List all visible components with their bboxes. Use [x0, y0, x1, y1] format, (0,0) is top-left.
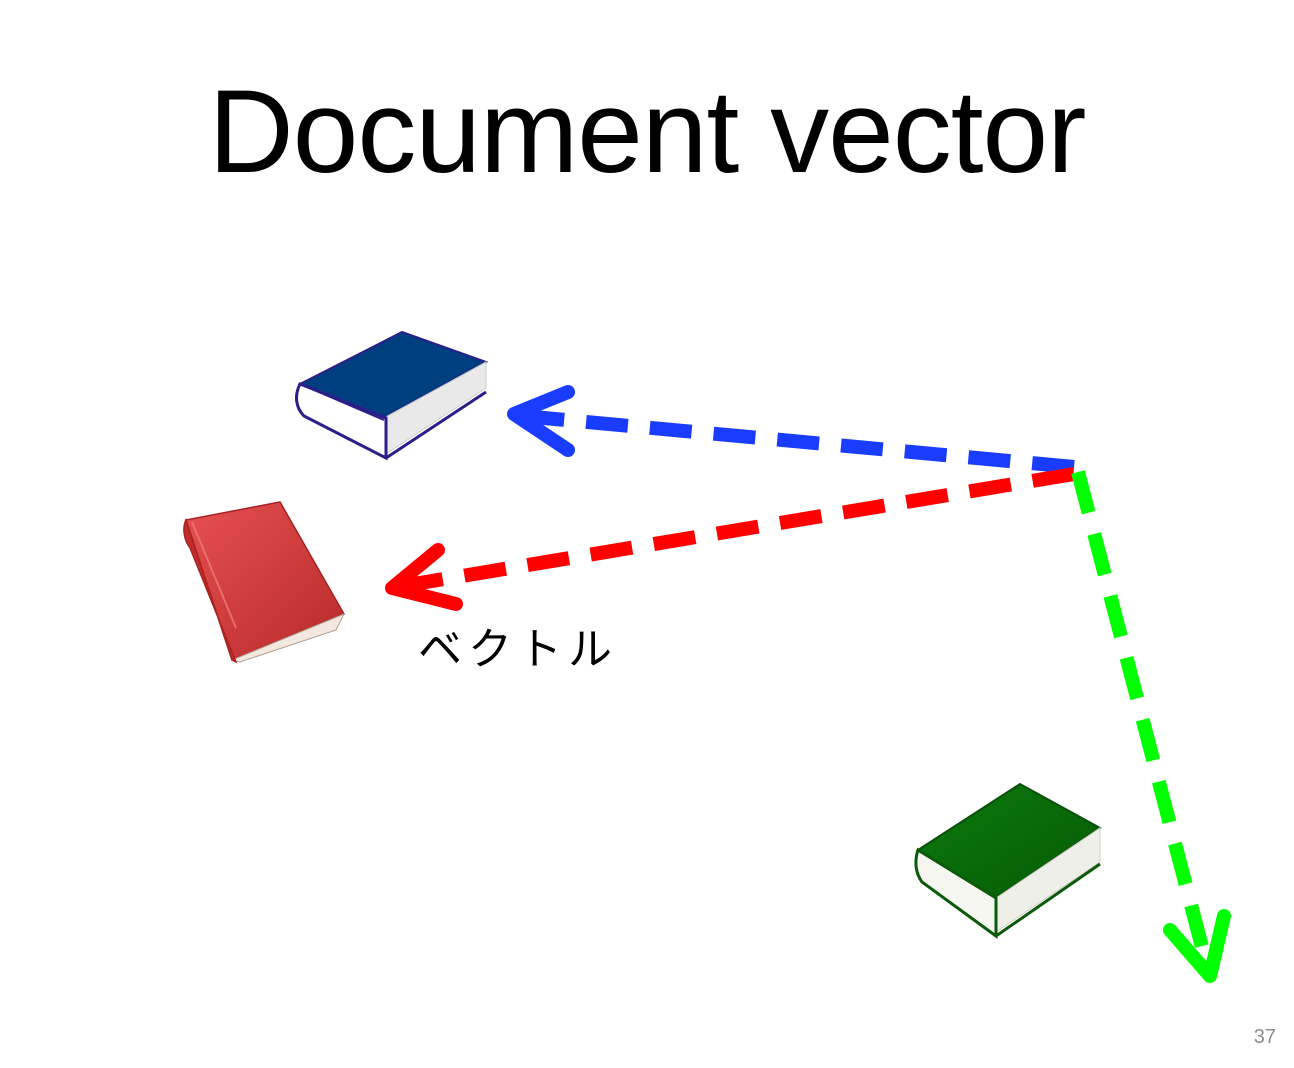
- green-vector-arrow: [1071, 470, 1231, 983]
- blue-vector-arrow: [507, 385, 1075, 474]
- red-book-icon: [183, 501, 346, 664]
- blue-book-icon: [295, 330, 489, 461]
- vector-label: ベクトル: [418, 624, 618, 675]
- page-number: 37: [1253, 1026, 1276, 1048]
- green-book-icon: [914, 782, 1102, 939]
- red-vector-arrow: [385, 467, 1076, 611]
- slide-title: Document vector: [208, 66, 1087, 198]
